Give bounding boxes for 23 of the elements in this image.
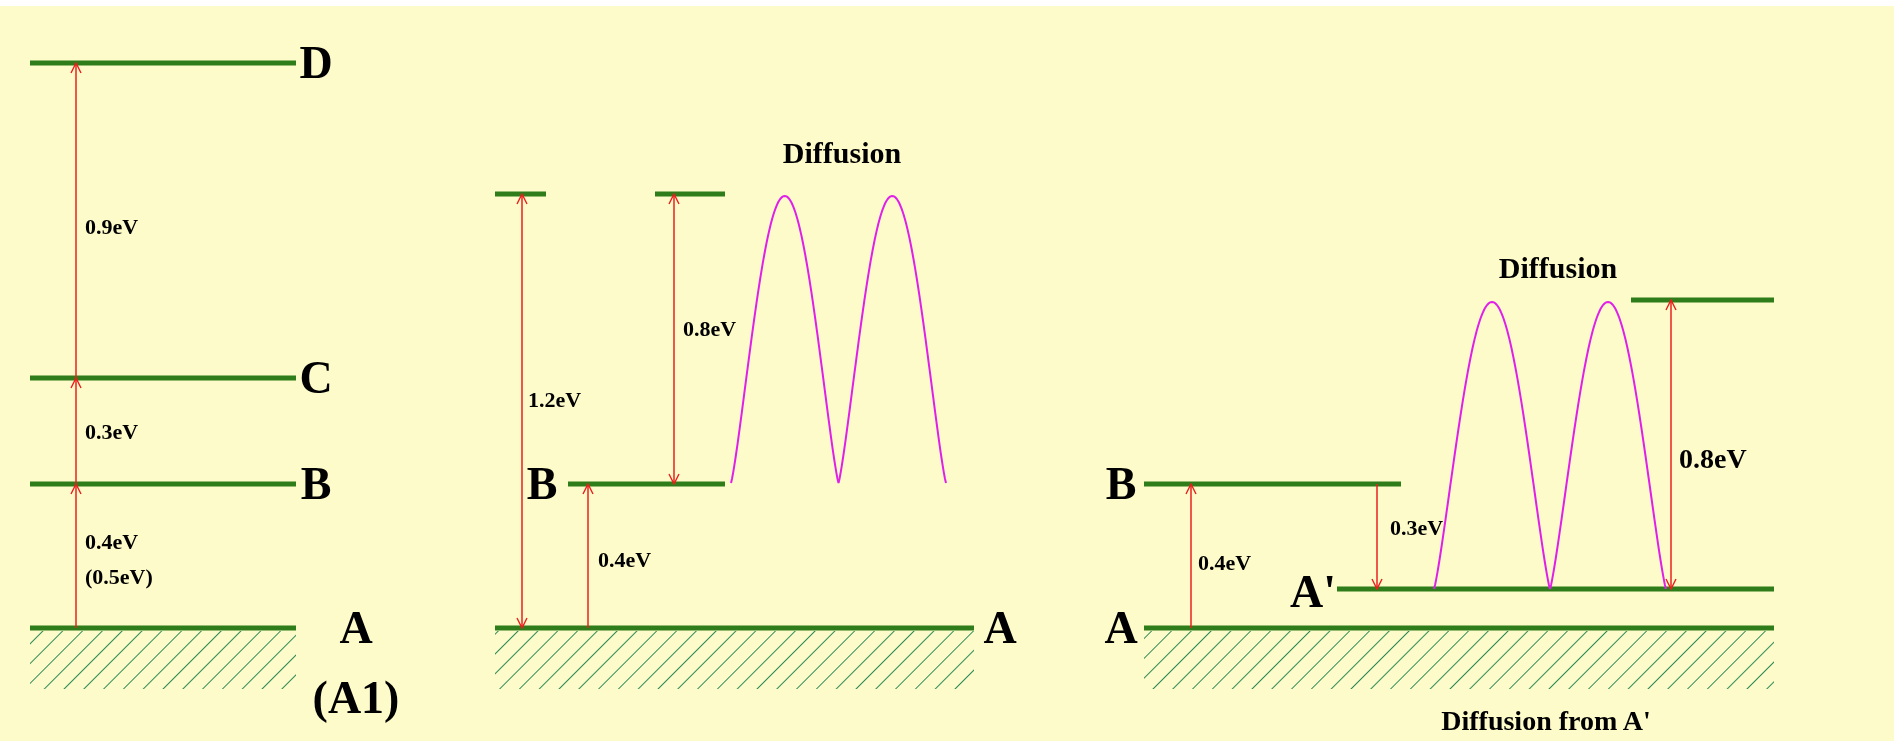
energy-value-label: 0.4eV bbox=[598, 549, 652, 571]
level-letter: B bbox=[300, 461, 332, 507]
energy-value-label: 0.8eV bbox=[683, 318, 737, 340]
energy-value-label: 1.2eV bbox=[528, 389, 582, 411]
level-letter: B bbox=[1105, 461, 1137, 507]
level-letter: A bbox=[339, 605, 373, 651]
energy-value-label: 0.8eV bbox=[1679, 445, 1747, 473]
level-letter: D bbox=[299, 40, 333, 86]
energy-value-label: Diffusion from A' bbox=[1441, 707, 1651, 735]
energy-value-label: Diffusion bbox=[782, 138, 902, 168]
energy-value-label: (0.5eV) bbox=[85, 566, 153, 588]
energy-value-label: 0.3eV bbox=[1390, 517, 1444, 539]
energy-value-label: 0.3eV bbox=[85, 421, 139, 443]
energy-value-label: 0.9eV bbox=[85, 216, 139, 238]
level-letter: C bbox=[299, 355, 333, 401]
energy-value-label: 0.4eV bbox=[85, 531, 139, 553]
level-letter: (A1) bbox=[312, 675, 400, 721]
level-letter: A bbox=[983, 605, 1017, 651]
energy-value-label: Diffusion bbox=[1498, 253, 1618, 283]
level-letter: A bbox=[1104, 605, 1138, 651]
level-letter: A' bbox=[1290, 569, 1336, 615]
energy-value-label: 0.4eV bbox=[1198, 552, 1252, 574]
level-letter: B bbox=[526, 461, 558, 507]
